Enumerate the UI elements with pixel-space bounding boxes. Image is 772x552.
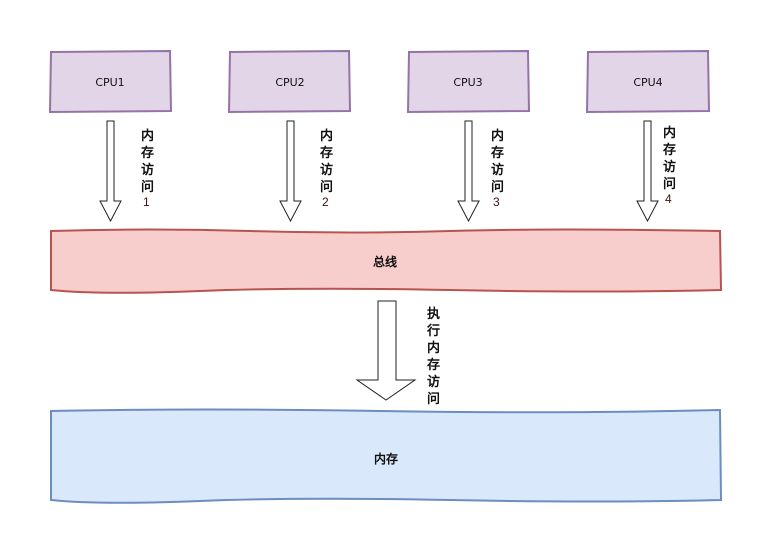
access-label-4: 内 存 访 问 4 [663, 125, 676, 206]
cpu-label-1: CPU1 [95, 76, 124, 89]
label-char: 存 [141, 145, 154, 161]
label-char: 访 [320, 162, 333, 178]
label-char: 访 [491, 162, 504, 178]
cpu-box-4[interactable]: CPU4 [585, 49, 711, 114]
arrow-down-icon [457, 120, 480, 223]
cpu-box-3[interactable]: CPU3 [406, 49, 531, 114]
label-char: 内 [663, 125, 676, 141]
label-char: 4 [665, 192, 672, 206]
label-char: 内 [141, 128, 154, 144]
label-char: 存 [427, 357, 440, 373]
memory-box[interactable]: 内存 [50, 408, 723, 504]
cpu-label-3: CPU3 [453, 76, 482, 89]
label-char: 问 [320, 179, 333, 195]
label-char: 内 [320, 128, 333, 144]
bus-label: 总线 [373, 254, 397, 269]
arrow-down-icon [636, 120, 659, 223]
bus-box[interactable]: 总线 [50, 228, 723, 294]
cpu-box-1[interactable]: CPU1 [48, 49, 173, 114]
execute-access-label: 执 行 内 存 访 问 [426, 306, 440, 407]
label-char: 行 [426, 323, 440, 339]
access-label-1: 内 存 访 问 1 [141, 128, 154, 209]
label-char: 1 [143, 195, 150, 209]
label-char: 问 [491, 179, 504, 195]
label-char: 执 [427, 306, 440, 322]
label-char: 存 [320, 145, 333, 161]
label-char: 存 [491, 145, 504, 161]
arrow-down-icon [279, 120, 302, 223]
label-char: 访 [427, 374, 440, 390]
cpu-label-2: CPU2 [275, 76, 304, 89]
label-char: 存 [663, 142, 676, 158]
memory-label: 内存 [374, 451, 398, 466]
arrow-down-icon [355, 300, 417, 401]
label-char: 访 [663, 159, 676, 175]
access-label-3: 内 存 访 问 3 [491, 128, 504, 209]
label-char: 问 [427, 391, 440, 407]
cpu-box-2[interactable]: CPU2 [227, 49, 352, 114]
arrow-down-icon [99, 120, 122, 223]
label-char: 内 [427, 340, 440, 356]
label-char: 问 [141, 179, 154, 195]
label-char: 内 [491, 128, 504, 144]
access-label-2: 内 存 访 问 2 [320, 128, 333, 209]
cpu-label-4: CPU4 [633, 76, 662, 89]
label-char: 问 [663, 176, 676, 192]
label-char: 3 [493, 195, 500, 209]
label-char: 访 [141, 162, 154, 178]
label-char: 2 [322, 195, 329, 209]
